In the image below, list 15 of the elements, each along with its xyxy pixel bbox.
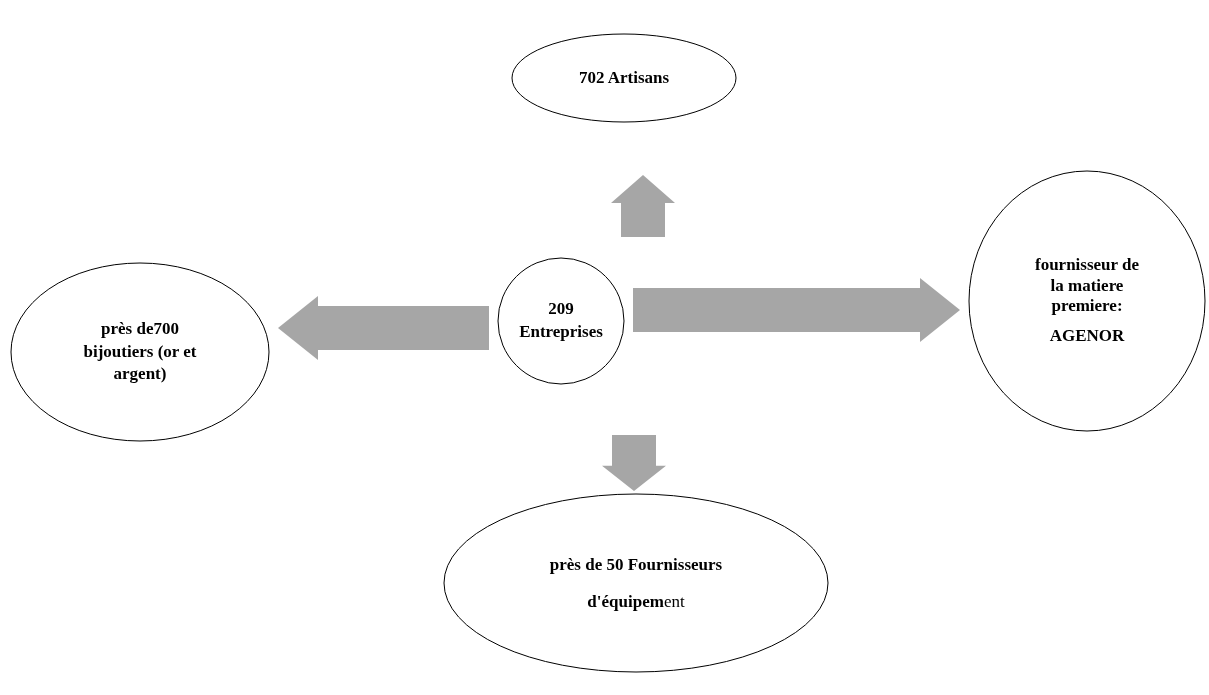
ellipse-node <box>443 493 829 673</box>
ellipse-node <box>10 262 270 442</box>
node-label: près de700 bijoutiers (or et argent) <box>82 317 198 386</box>
block-arrow <box>602 435 666 491</box>
node-label: 209 Entreprises <box>518 298 604 343</box>
block-arrow <box>611 175 675 237</box>
ellipse-node <box>511 33 737 123</box>
ellipse-node <box>968 170 1206 432</box>
node-label: près de 50 Fournisseurs d'équipement <box>548 553 724 613</box>
node-label: AGENOR <box>1049 326 1125 347</box>
node-label: fournisseur de la matiere premiere: <box>1033 255 1141 317</box>
ellipse-node <box>497 257 625 385</box>
block-arrow <box>633 278 960 342</box>
block-arrow <box>278 296 489 360</box>
node-label: 702 Artisans <box>578 66 670 89</box>
